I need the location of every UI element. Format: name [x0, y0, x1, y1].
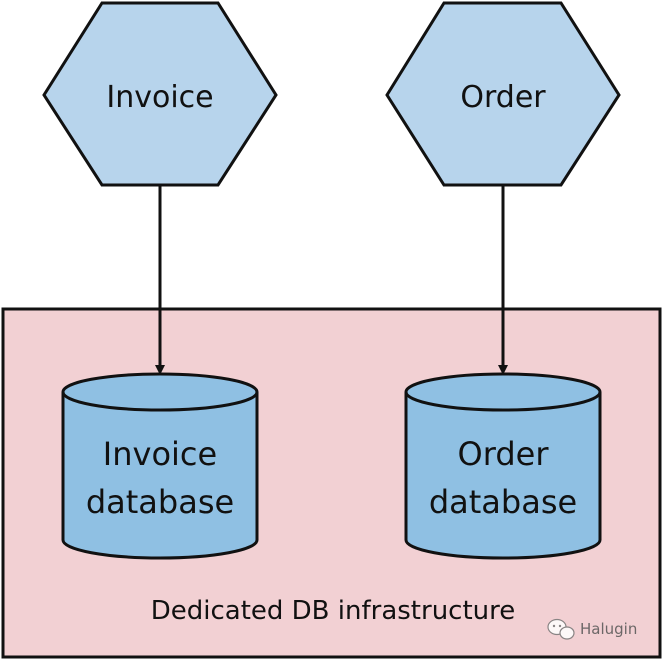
watermark: Halugin	[547, 618, 637, 640]
order-database: Order database	[404, 372, 602, 560]
order-database-cylinder-body	[404, 392, 602, 560]
invoice-database-cylinder-top	[61, 372, 259, 412]
watermark-label: Halugin	[580, 620, 637, 638]
chat-bubble-icon	[547, 618, 575, 640]
invoice-service-label: Invoice	[106, 80, 213, 115]
order-service-hexagon	[385, 1, 621, 187]
invoice-service: Invoice	[42, 1, 278, 187]
invoice-database-label-line1: Invoice	[103, 435, 217, 473]
order-database-label-line2: database	[429, 483, 577, 521]
order-database-cylinder-top	[404, 372, 602, 412]
invoice-database-label-line2: database	[86, 483, 234, 521]
order-service-label: Order	[460, 80, 546, 115]
invoice-service-hexagon	[42, 1, 278, 187]
order-service: Order	[385, 1, 621, 187]
invoice-database: Invoice database	[61, 372, 259, 560]
order-database-label-line1: Order	[458, 435, 550, 473]
invoice-database-cylinder-body	[61, 392, 259, 560]
db-infrastructure-label: Dedicated DB infrastructure	[151, 596, 516, 626]
